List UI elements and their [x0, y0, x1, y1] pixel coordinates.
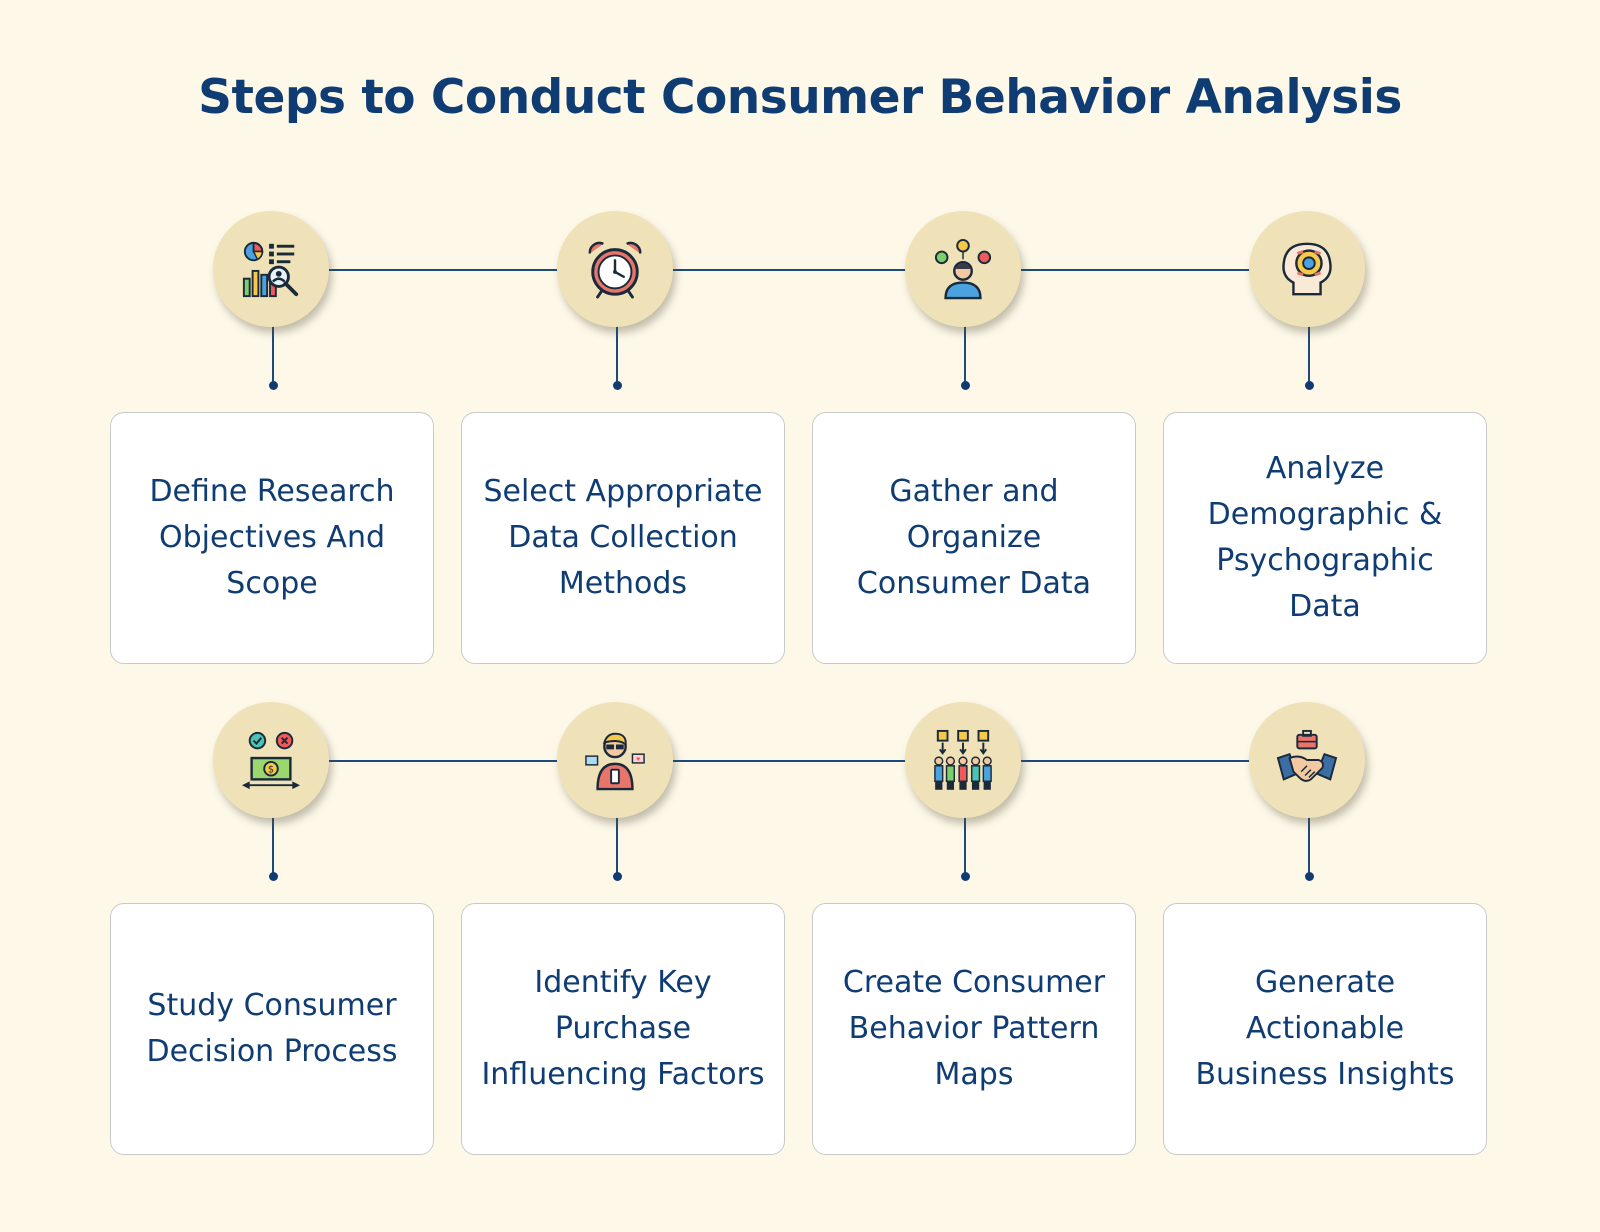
step6-stem [616, 811, 618, 873]
step3-icon-circle [905, 211, 1021, 327]
step3-card: Gather and Organize Consumer Data [812, 412, 1136, 664]
step1-dot [269, 381, 278, 390]
step3-stem [964, 320, 966, 382]
step2-dot [613, 381, 622, 390]
svg-text:$: $ [268, 765, 274, 776]
page-title: Steps to Conduct Consumer Behavior Analy… [198, 70, 1402, 125]
money-decision-icon: $ [241, 731, 301, 790]
handshake-briefcase-icon [1276, 729, 1338, 782]
analytics-chart-magnifier-icon [242, 241, 299, 298]
step1-stem [272, 320, 274, 382]
row2-connector [270, 760, 1310, 762]
step6-label: Identify Key Purchase Influencing Factor… [481, 965, 765, 1092]
step5-card: Study Consumer Decision Process [110, 903, 434, 1155]
step2-label: Select Appropriate Data Collection Metho… [483, 474, 763, 601]
step4-label: Analyze Demographic & Psychographic Data [1207, 451, 1443, 624]
step6-icon-circle [557, 702, 673, 818]
step6-dot [613, 872, 622, 881]
step1-card: Define Research Objectives And Scope [110, 412, 434, 664]
step2-stem [616, 320, 618, 382]
step7-stem [964, 811, 966, 873]
step5-dot [269, 872, 278, 881]
step7-label: Create Consumer Behavior Pattern Maps [842, 965, 1106, 1092]
step8-dot [1305, 872, 1314, 881]
step3-label: Gather and Organize Consumer Data [856, 474, 1092, 601]
step8-icon-circle [1249, 702, 1365, 818]
person-ideas-icon [934, 238, 992, 300]
crowd-boxes-icon [934, 729, 992, 790]
step1-icon-circle [213, 211, 329, 327]
step4-icon-circle [1249, 211, 1365, 327]
step8-stem [1308, 811, 1310, 873]
step5-icon-circle: $ [213, 702, 329, 818]
step2-card: Select Appropriate Data Collection Metho… [461, 412, 785, 664]
row1-connector [270, 269, 1310, 271]
step4-stem [1308, 320, 1310, 382]
step7-dot [961, 872, 970, 881]
step6-card: Identify Key Purchase Influencing Factor… [461, 903, 785, 1155]
head-gear-icon [1282, 242, 1332, 296]
step5-label: Study Consumer Decision Process [146, 988, 398, 1069]
step2-icon-circle [557, 211, 673, 327]
step1-label: Define Research Objectives And Scope [149, 474, 395, 601]
step3-dot [961, 381, 970, 390]
step4-card: Analyze Demographic & Psychographic Data [1163, 412, 1487, 664]
alarm-clock-icon [588, 241, 642, 299]
step5-stem [272, 811, 274, 873]
influencer-phone-icon [585, 732, 645, 791]
step7-card: Create Consumer Behavior Pattern Maps [812, 903, 1136, 1155]
step7-icon-circle [905, 702, 1021, 818]
step8-label: Generate Actionable Business Insights [1195, 965, 1455, 1092]
step8-card: Generate Actionable Business Insights [1163, 903, 1487, 1155]
step4-dot [1305, 381, 1314, 390]
